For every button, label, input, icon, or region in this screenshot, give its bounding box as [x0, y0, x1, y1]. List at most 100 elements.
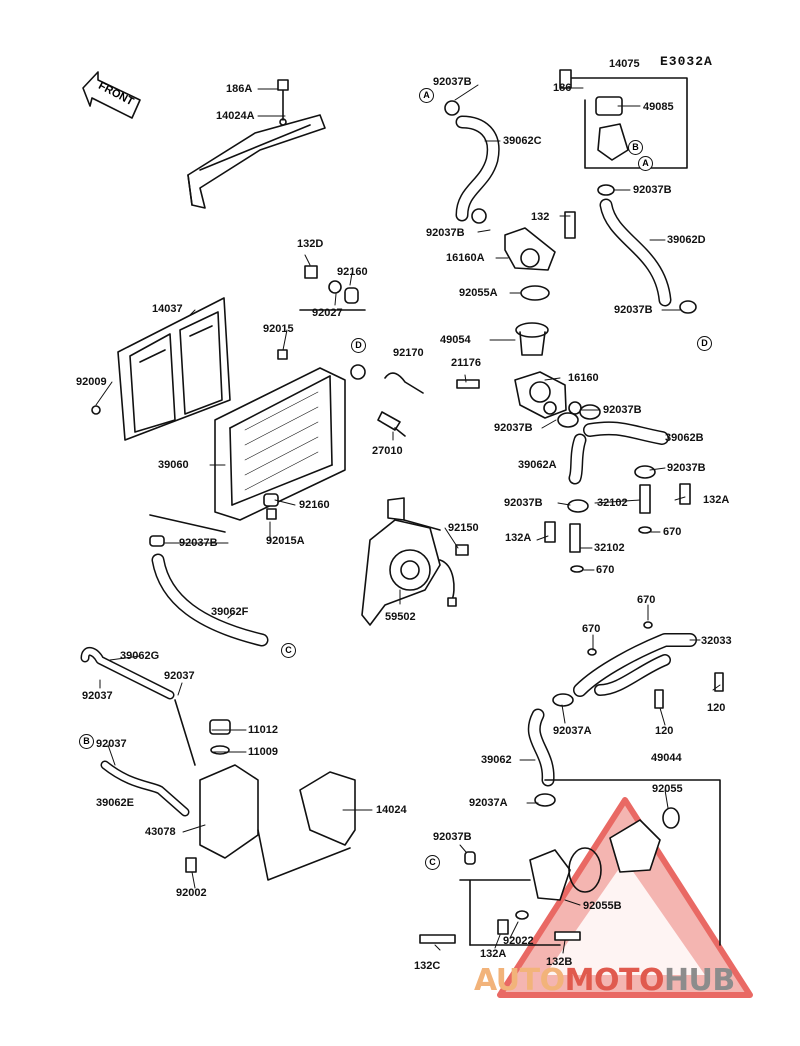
hose-39062E [100, 760, 190, 817]
label-670-3: 670 [637, 594, 656, 606]
label-92055: 92055 [652, 783, 683, 795]
thermostat [515, 322, 549, 356]
label-186: 186 [553, 82, 572, 94]
fittings-32102 [544, 483, 691, 573]
radiator-fasteners-top [299, 265, 366, 311]
label-92150: 92150 [448, 522, 479, 534]
label-59502: 59502 [385, 611, 416, 623]
label-16160A: 16160A [446, 252, 485, 264]
label-132D: 132D [297, 238, 324, 250]
hose-39062D [599, 198, 697, 314]
label-132A-3: 132A [480, 948, 507, 960]
fan-switch [377, 411, 406, 437]
callout-b-1: B [628, 140, 643, 155]
callout-c-1: C [281, 643, 296, 658]
o-ring-92055A [520, 285, 550, 301]
label-92160-2: 92160 [299, 499, 330, 511]
watermark-logo: AUTOMOTOHUB [474, 963, 735, 998]
label-39062B: 39062B [665, 432, 704, 444]
hose-39062 [527, 693, 574, 807]
label-92015: 92015 [263, 323, 294, 335]
label-92037B-1: 92037B [433, 76, 472, 88]
radiator-top-cover [187, 79, 326, 209]
label-92037A-2: 92037A [469, 797, 508, 809]
label-49044: 49044 [651, 752, 682, 764]
hose-39062C [444, 100, 500, 224]
label-14024A: 14024A [216, 110, 255, 122]
label-92037B-9: 92037B [179, 537, 218, 549]
water-pipe-32033 [573, 621, 724, 709]
label-92037-2: 92037 [82, 690, 113, 702]
label-21176: 21176 [451, 357, 481, 369]
label-39062G: 39062G [120, 650, 160, 662]
label-92055B: 92055B [583, 900, 622, 912]
label-92002: 92002 [176, 887, 207, 899]
label-92037B-10: 92037B [433, 831, 472, 843]
watermark-triangle [497, 797, 753, 998]
callout-a-1: A [419, 88, 434, 103]
leader-lines [95, 84, 721, 954]
label-32102-1: 32102 [597, 497, 628, 509]
label-92015A: 92015A [266, 535, 305, 547]
label-92055A: 92055A [459, 287, 498, 299]
callout-a-2: A [638, 156, 653, 171]
label-14075: 14075 [609, 58, 640, 70]
label-92170: 92170 [393, 347, 424, 359]
callout-d-1: D [351, 338, 366, 353]
label-120-1: 120 [655, 725, 674, 737]
watermark-part-1: AUTO [474, 963, 565, 998]
thermostat-cover [504, 211, 576, 271]
label-14037: 14037 [152, 303, 183, 315]
label-39062F: 39062F [211, 606, 249, 618]
thermostat-housing [456, 371, 582, 419]
label-27010: 27010 [372, 445, 403, 457]
label-92037A-1: 92037A [553, 725, 592, 737]
diagram-code: E3032A [660, 54, 713, 69]
label-11009: 11009 [248, 746, 278, 758]
label-32102-2: 32102 [594, 542, 625, 554]
label-39062C: 39062C [503, 135, 542, 147]
wire-lead [384, 372, 424, 394]
label-14024: 14024 [376, 804, 407, 816]
label-132C: 132C [414, 960, 441, 972]
label-132B: 132B [546, 956, 573, 968]
label-92037B-6: 92037B [494, 422, 533, 434]
hose-39062G [80, 647, 196, 766]
radiator-screen [91, 297, 231, 441]
cooling-fan [361, 497, 469, 626]
radiator-core [214, 349, 366, 521]
label-186A: 186A [226, 83, 253, 95]
label-16160: 16160 [568, 372, 599, 384]
callout-d-2: D [697, 336, 712, 351]
label-92037B-2: 92037B [633, 184, 672, 196]
hose-39062B [583, 421, 669, 445]
label-39062: 39062 [481, 754, 512, 766]
label-670-2: 670 [596, 564, 615, 576]
label-39062A: 39062A [518, 459, 557, 471]
hose-39062F [149, 514, 269, 647]
callout-b-2: B [79, 734, 94, 749]
front-arrow [82, 71, 141, 119]
label-132: 132 [531, 211, 550, 223]
label-92022: 92022 [503, 935, 534, 947]
label-670-4: 670 [582, 623, 601, 635]
label-39062D: 39062D [667, 234, 706, 246]
label-43078: 43078 [145, 826, 176, 838]
air-bleeder-assembly [559, 69, 688, 196]
label-39062E: 39062E [96, 797, 134, 809]
label-92027: 92027 [312, 307, 343, 319]
label-92037B-4: 92037B [614, 304, 653, 316]
water-pump-assembly [419, 779, 721, 946]
label-92160-1: 92160 [337, 266, 368, 278]
watermark-part-3: HUB [663, 963, 735, 998]
label-132A-2: 132A [505, 532, 532, 544]
label-49085: 49085 [643, 101, 674, 113]
label-11012: 11012 [248, 724, 278, 736]
label-92009: 92009 [76, 376, 107, 388]
tank-cover [299, 771, 356, 846]
label-92037B-8: 92037B [504, 497, 543, 509]
label-92037B-3: 92037B [426, 227, 465, 239]
label-120-2: 120 [707, 702, 726, 714]
label-670-1: 670 [663, 526, 682, 538]
